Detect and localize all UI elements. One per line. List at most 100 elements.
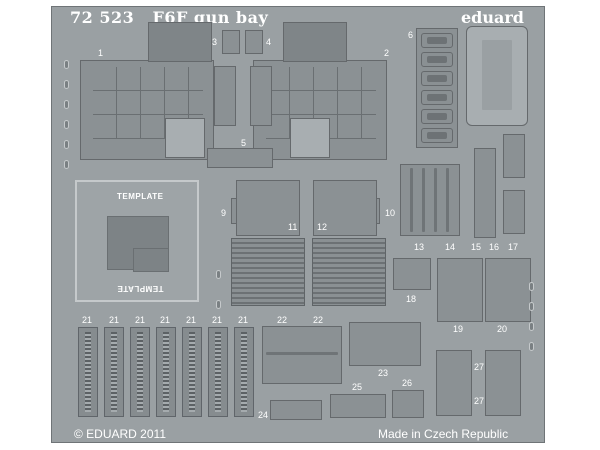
template-frame: TEMPLATE TEMPLATE: [75, 180, 199, 302]
part-number: 10: [385, 208, 396, 218]
link-row: [270, 400, 322, 420]
sprue-pin: [216, 270, 221, 279]
part-number: 11: [288, 222, 298, 232]
sprue-pin: [529, 282, 534, 291]
part-number: 23: [378, 368, 389, 378]
part-number: 20: [497, 324, 508, 334]
part-number: 18: [406, 294, 417, 304]
ammo-box-cell: [421, 128, 453, 143]
template-shape: [133, 248, 169, 272]
part-number: 22: [313, 315, 324, 325]
part-number: 3: [212, 37, 218, 47]
part-number: 9: [221, 208, 227, 218]
clip-set: [393, 258, 431, 290]
ammo-belt-strip: [104, 327, 124, 417]
ammo-belt-strip: [208, 327, 228, 417]
part-number: 24: [258, 410, 269, 420]
copyright-text: © EDUARD 2011: [74, 427, 166, 441]
part-number: 6: [408, 30, 414, 40]
part-number: 14: [445, 242, 456, 252]
part-number: 19: [453, 324, 464, 334]
sprue-pin: [216, 300, 221, 309]
part-number: 2: [384, 48, 390, 58]
part-number: 21: [212, 315, 223, 325]
ammo-box-cell: [421, 52, 453, 67]
part-number: 21: [109, 315, 120, 325]
bracket-cutout: [482, 40, 512, 110]
part-number: 17: [508, 242, 519, 252]
link-strip: [207, 148, 273, 168]
sprue-pin: [529, 342, 534, 351]
sprue-pin: [64, 80, 69, 89]
sheet-code: 72 523: [70, 8, 135, 27]
sprue-pin: [64, 60, 69, 69]
ammo-box-cell: [421, 71, 453, 86]
end-cap: [503, 190, 525, 234]
part-number: 27: [474, 362, 485, 372]
sprue-pin: [64, 140, 69, 149]
rail: [446, 168, 449, 232]
ammo-door: [436, 350, 472, 416]
gun-tray-right: [485, 258, 531, 322]
part-number: 21: [186, 315, 197, 325]
ammo-box-cell: [421, 33, 453, 48]
part-number: 25: [352, 382, 363, 392]
part-number: 21: [160, 315, 171, 325]
part-number: 15: [471, 242, 482, 252]
part-number: 1: [98, 48, 104, 58]
link-row: [330, 394, 386, 418]
feed-chute-set: [349, 322, 421, 366]
small-bracket: [245, 30, 263, 54]
louvered-panel-right: [312, 238, 386, 306]
cover-divider: [266, 352, 338, 355]
rail: [434, 168, 437, 232]
sprue-pin: [64, 160, 69, 169]
rail: [422, 168, 425, 232]
sprue-pin: [64, 120, 69, 129]
gun-bay-frame-left: [148, 22, 212, 62]
sprue-pin: [529, 322, 534, 331]
ammo-belt-strip: [130, 327, 150, 417]
small-link-row: [392, 390, 424, 418]
ammo-belt-strip: [78, 327, 98, 417]
gun-cradle-right: [313, 180, 377, 236]
origin-text: Made in Czech Republic: [378, 427, 509, 441]
sprue-pin: [529, 302, 534, 311]
ammo-box-cell: [421, 109, 453, 124]
gun-bay-door-left: [165, 118, 205, 158]
sprue-pin: [64, 100, 69, 109]
part-number: 22: [277, 315, 288, 325]
louvered-panel-left: [231, 238, 305, 306]
long-strip: [474, 148, 496, 238]
gun-tray-left: [437, 258, 483, 322]
part-number: 5: [241, 138, 247, 148]
gun-bay-panel-left: [80, 60, 214, 160]
ammo-belt-strip: [234, 327, 254, 417]
gun-bay-cover: [262, 326, 342, 384]
ammo-belt-strip: [182, 327, 202, 417]
part-number: 21: [135, 315, 146, 325]
end-cap: [503, 134, 525, 178]
template-label-top: TEMPLATE: [117, 192, 164, 201]
part-number: 12: [317, 222, 328, 232]
ammo-belt-strip: [156, 327, 176, 417]
part-number: 16: [489, 242, 500, 252]
part-number: 21: [82, 315, 93, 325]
part-number: 27: [474, 396, 485, 406]
part-number: 4: [266, 37, 272, 47]
ammo-door: [485, 350, 521, 416]
rail-set: [400, 164, 460, 236]
part-number: 13: [414, 242, 425, 252]
rail: [410, 168, 413, 232]
part-number: 21: [238, 315, 249, 325]
part-number: 26: [402, 378, 413, 388]
brand-logo: eduard: [461, 8, 524, 27]
template-label-bottom: TEMPLATE: [117, 284, 164, 293]
ammo-chute-right: [250, 66, 272, 126]
small-bracket: [222, 30, 240, 54]
ammo-box-cell: [421, 90, 453, 105]
gun-bay-frame-right: [283, 22, 347, 62]
gun-cradle-left: [236, 180, 300, 236]
gun-bay-door-right: [290, 118, 330, 158]
ammo-chute-left: [214, 66, 236, 126]
